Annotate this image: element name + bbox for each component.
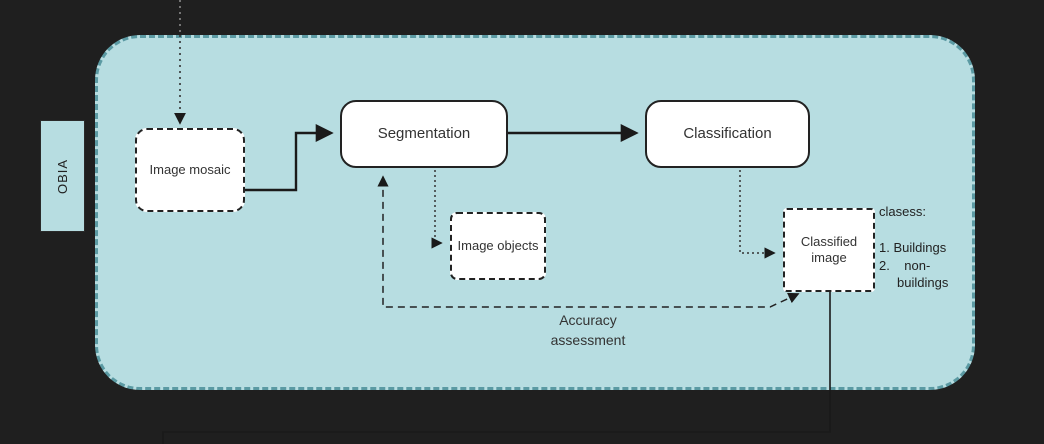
classes-annotation-item: 1. Buildings [879,240,947,256]
node-segmentation: Segmentation [340,100,508,168]
obia-tab-label: OBIA [54,158,70,194]
classes-annotation-title: clasess: [879,204,926,219]
node-image-mosaic-label: Image mosaic [149,161,231,177]
node-classified-image-label: Classified image [800,233,858,265]
node-image-objects-label: Image objects [457,237,539,253]
classes-annotation-item: 2. non- [879,257,931,273]
node-image-objects: Image objects [450,212,546,280]
classes-annotation-item: buildings [879,274,949,290]
obia-tab: OBIA [40,120,85,232]
accuracy-assessment-label: Accuracy assessment [498,310,678,351]
node-classification-label: Classification [683,124,772,142]
accuracy-assessment-line1: Accuracy [559,312,617,328]
node-segmentation-label: Segmentation [377,124,471,142]
accuracy-assessment-line2: assessment [550,332,626,349]
classes-annotation: clasess: 1. Buildings 2. non- buildings [879,204,989,292]
node-classified-image: Classified image [783,208,875,292]
node-classification: Classification [645,100,810,168]
node-image-mosaic: Image mosaic [135,128,245,212]
